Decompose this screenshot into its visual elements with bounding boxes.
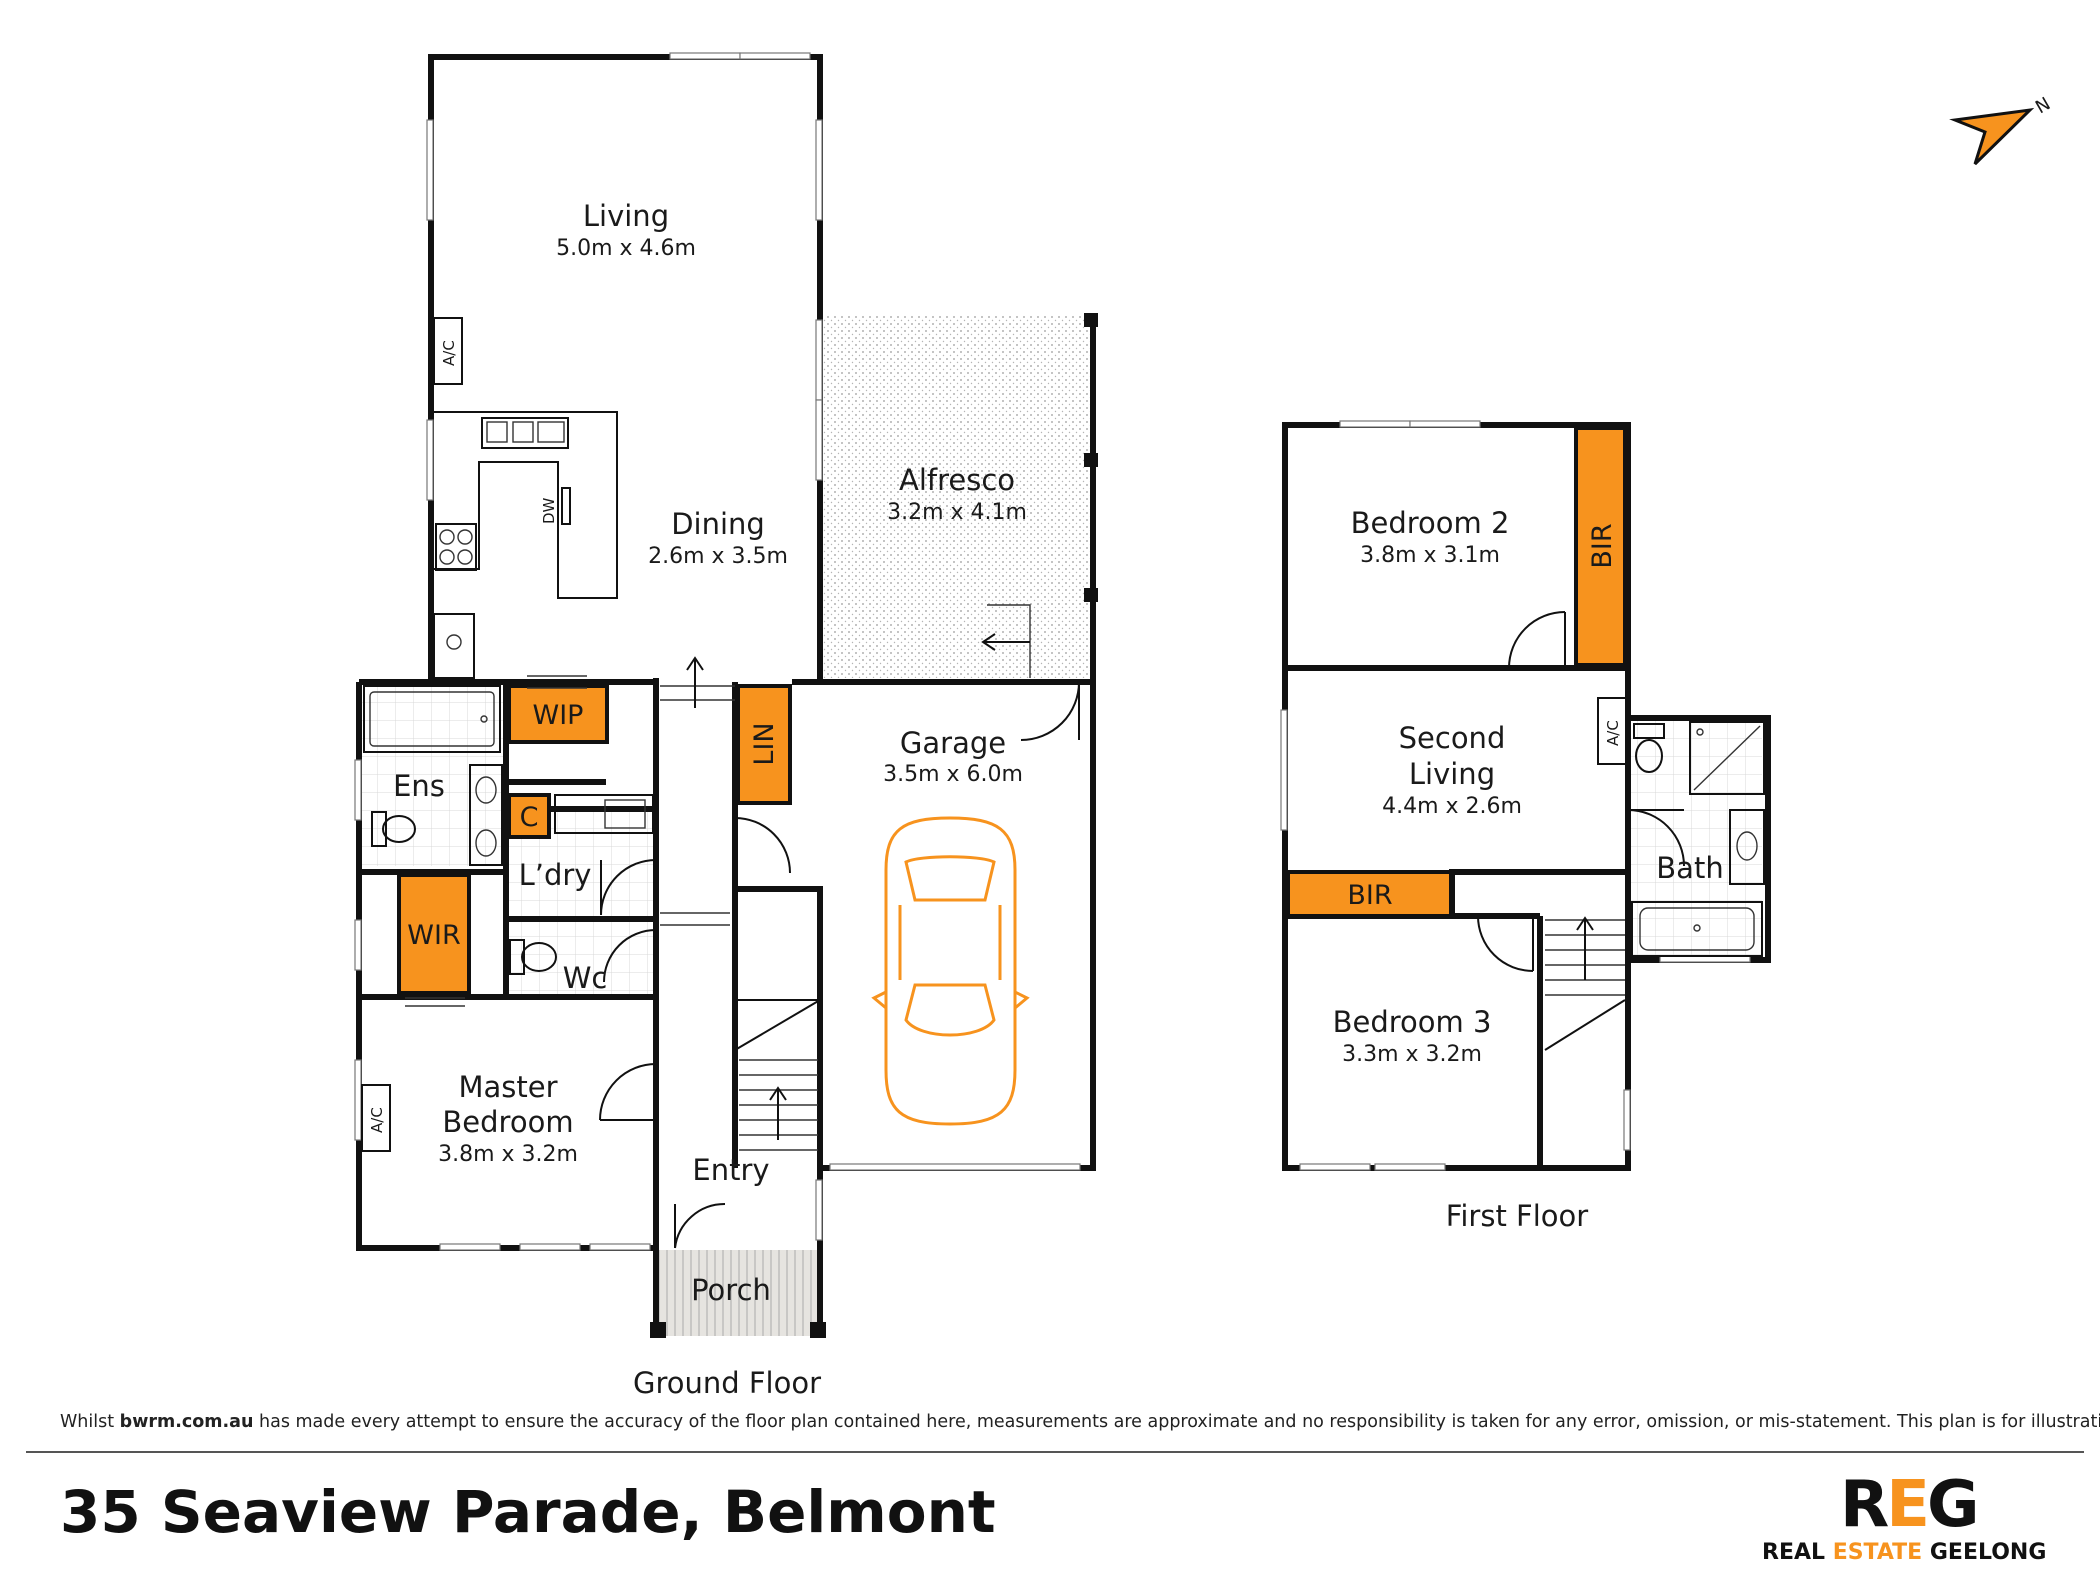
- garage-name: Garage: [900, 726, 1006, 760]
- disclaimer-pre: Whilst: [60, 1412, 120, 1432]
- porch-boards: [656, 1250, 821, 1336]
- footer-divider: [26, 1451, 2084, 1453]
- bathtub-icon: [363, 685, 501, 753]
- dishwasher-icon: [561, 487, 571, 525]
- fridge-icon: [433, 613, 475, 679]
- ac-label: A/C: [368, 1107, 386, 1133]
- bath-fixtures: [1631, 721, 1765, 957]
- toilet-icon: [371, 811, 387, 847]
- vanity-icon: [469, 764, 503, 866]
- first-doors: [1477, 611, 1685, 972]
- wc-tiles: [506, 920, 658, 994]
- ground-doors: [405, 604, 1080, 1249]
- master-bedroom-name-2: Bedroom: [442, 1105, 573, 1139]
- laundry-name: L’dry: [519, 858, 592, 892]
- bath-vanity-icon: [1729, 809, 1765, 885]
- ground-windows: [354, 52, 1081, 1251]
- first-floor: BIR BIR A/C: [1280, 420, 1771, 1233]
- porch-name: Porch: [691, 1273, 771, 1307]
- ground-walls: [356, 54, 1096, 1336]
- bath-name: Bath: [1656, 851, 1723, 885]
- lin-label: LIN: [749, 722, 780, 765]
- wip-cupboard: [507, 684, 609, 744]
- alfresco-name: Alfresco: [899, 463, 1015, 497]
- sink-icon: [481, 417, 569, 449]
- c-label: C: [520, 802, 539, 833]
- car-icon: [871, 816, 1030, 1126]
- ac-unit-first: [1597, 697, 1627, 765]
- bedroom3-name: Bedroom 3: [1333, 1005, 1492, 1039]
- compass-label: N: [2032, 93, 2054, 118]
- wip-label: WIP: [533, 700, 584, 731]
- dw-label: DW: [540, 497, 558, 524]
- ac-unit-living: [433, 317, 463, 385]
- post: [1084, 453, 1098, 467]
- ground-stairs: [734, 999, 821, 1151]
- bedroom2-dims: 3.8m x 3.1m: [1360, 543, 1500, 568]
- wir-cupboard: [397, 873, 471, 995]
- bath-toilet-icon: [1633, 723, 1665, 739]
- bedroom3-dims: 3.3m x 3.2m: [1342, 1042, 1482, 1067]
- master-bedroom-dims: 3.8m x 3.2m: [438, 1142, 578, 1167]
- logo-text: REAL ESTATE GEELONG: [1762, 1540, 2047, 1565]
- cooktop-icon: [435, 523, 477, 571]
- disclaimer-site[interactable]: bwrm.com.au: [119, 1412, 254, 1432]
- lin-cupboard: [736, 684, 792, 805]
- disclaimer: Whilst bwrm.com.au has made every attemp…: [60, 1412, 2100, 1432]
- second-living-name-1: Second: [1399, 721, 1506, 755]
- alfresco-dims: 3.2m x 4.1m: [887, 500, 1027, 525]
- arrow-icon: [981, 633, 1030, 651]
- garage-dims: 3.5m x 6.0m: [883, 762, 1023, 787]
- bir-cupboard-bedroom3: [1286, 870, 1453, 918]
- second-living-name-2: Living: [1409, 757, 1495, 791]
- bir-cupboard-bedroom2: [1574, 426, 1627, 667]
- dining-name: Dining: [671, 507, 765, 541]
- post: [810, 1322, 826, 1338]
- ground-floor: DW A/C A/C WIP LIN C WIR: [354, 52, 1098, 1400]
- bedroom2-name: Bedroom 2: [1351, 506, 1510, 540]
- disclaimer-post: has made every attempt to ensure the acc…: [253, 1412, 2100, 1432]
- living-dims: 5.0m x 4.6m: [556, 236, 696, 261]
- ensuite-fixtures: [363, 685, 503, 866]
- alfresco-floor: [823, 316, 1093, 678]
- second-living-dims: 4.4m x 2.6m: [1382, 794, 1522, 819]
- logo-mark: REG: [1840, 1468, 1980, 1542]
- north-compass-icon: N: [1949, 93, 2054, 166]
- post: [650, 1322, 666, 1338]
- wc-toilet-icon: [509, 939, 525, 975]
- ac-unit-master: [361, 1084, 391, 1152]
- living-name: Living: [583, 199, 669, 233]
- dining-dims: 2.6m x 3.5m: [648, 544, 788, 569]
- bath-tiles: [1628, 720, 1762, 960]
- ground-floor-title: Ground Floor: [633, 1366, 821, 1400]
- wc-name: Wc: [563, 961, 608, 995]
- first-stairs: [1544, 916, 1626, 1051]
- bir-label: BIR: [1347, 880, 1392, 911]
- bathtub-icon: [1631, 901, 1763, 957]
- post: [1084, 588, 1098, 602]
- property-address: 35 Seaview Parade, Belmont: [60, 1478, 996, 1546]
- ensuite-name: Ens: [393, 769, 445, 803]
- laundry-tub-icon: [554, 794, 654, 834]
- wir-label: WIR: [407, 920, 460, 951]
- kitchen: DW: [433, 411, 618, 679]
- first-floor-title: First Floor: [1446, 1199, 1588, 1233]
- master-bedroom-name-1: Master: [458, 1070, 557, 1104]
- shower-icon: [1689, 721, 1765, 795]
- ac-label: A/C: [1604, 720, 1622, 746]
- bir-label: BIR: [1587, 523, 1618, 568]
- post: [1084, 313, 1098, 327]
- first-windows: [1280, 420, 1751, 1171]
- entry-name: Entry: [692, 1153, 769, 1187]
- agency-logo: REG REAL ESTATE GEELONG: [1762, 1468, 2052, 1568]
- c-cupboard: [507, 793, 551, 839]
- arrow-icon: [686, 656, 704, 708]
- ac-label: A/C: [440, 340, 458, 366]
